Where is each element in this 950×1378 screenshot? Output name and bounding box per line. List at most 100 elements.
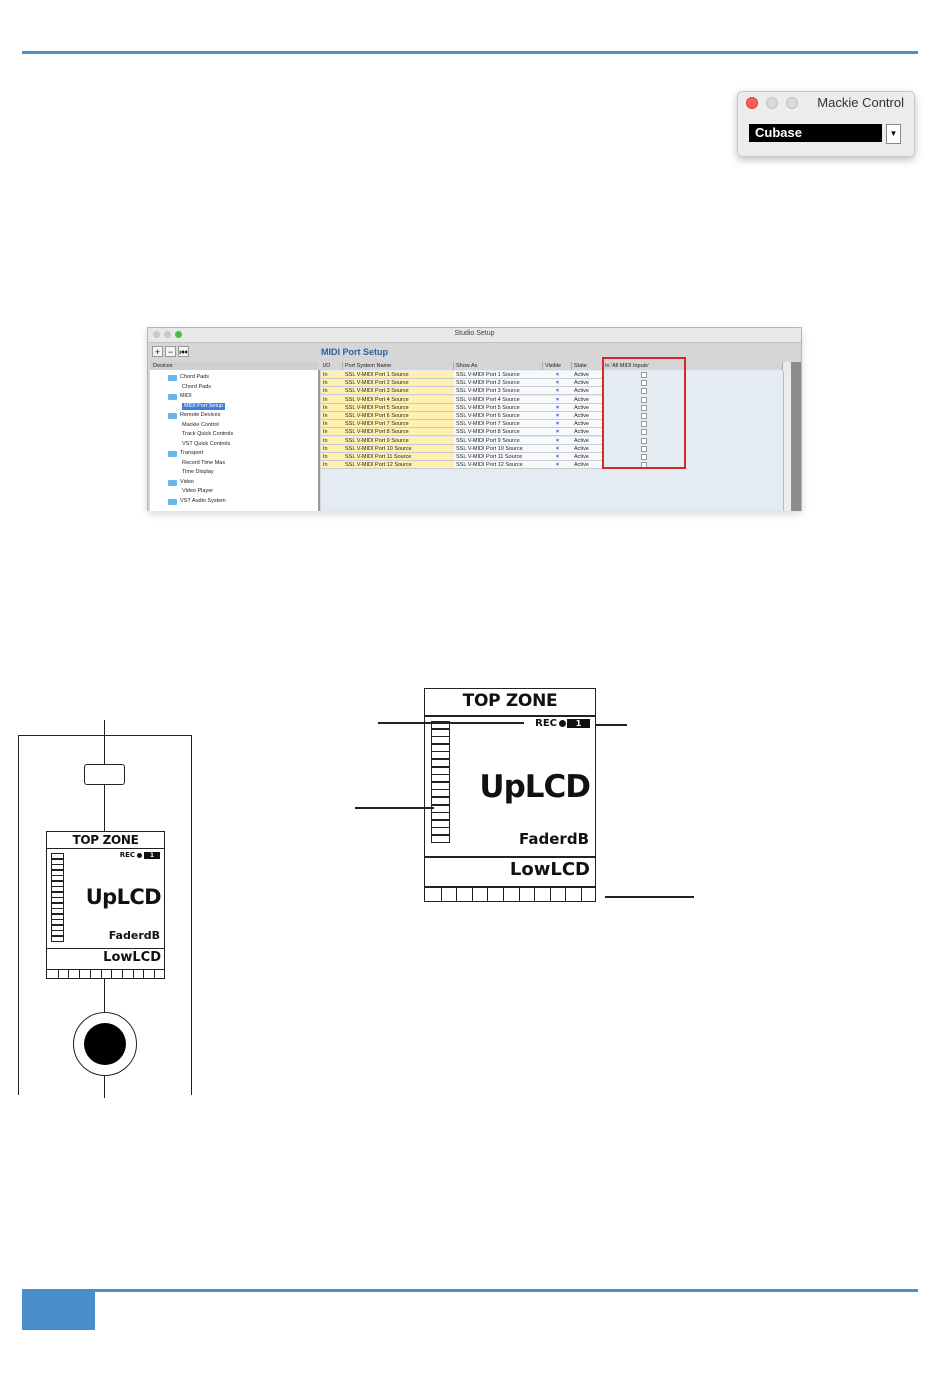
all-midi-inputs-checkbox[interactable]	[641, 404, 647, 411]
column-header[interactable]: State	[572, 362, 603, 370]
table-cell-state[interactable]: Active	[572, 371, 603, 379]
device-tree-item[interactable]: VST Audio System	[180, 497, 226, 504]
column-header[interactable]: In 'All MIDI Inputs'	[603, 362, 783, 370]
table-cell-io[interactable]: In	[321, 461, 343, 470]
table-cell-io[interactable]: In	[321, 444, 343, 453]
all-midi-inputs-checkbox[interactable]	[641, 421, 647, 428]
minimize-window-icon[interactable]	[766, 97, 778, 109]
daw-select[interactable]: Cubase	[749, 124, 882, 142]
close-window-icon[interactable]	[153, 331, 160, 338]
table-cell-state[interactable]: Active	[572, 412, 603, 420]
table-cell-port[interactable]: SSL V-MIDI Port 6 Source	[343, 412, 454, 420]
table-cell-state[interactable]: Active	[572, 387, 603, 396]
all-midi-inputs-checkbox[interactable]	[641, 429, 647, 436]
table-cell-state[interactable]: Active	[572, 436, 603, 445]
zoom-window-icon[interactable]	[786, 97, 798, 109]
minimize-window-icon[interactable]	[164, 331, 171, 338]
zoom-window-icon[interactable]	[175, 331, 182, 338]
table-cell-show[interactable]: SSL V-MIDI Port 3 Source	[454, 387, 543, 396]
table-cell-show[interactable]: SSL V-MIDI Port 4 Source	[454, 395, 543, 404]
table-cell-visible[interactable]: ×	[543, 403, 572, 412]
table-cell-port[interactable]: SSL V-MIDI Port 5 Source	[343, 403, 454, 412]
table-cell-visible[interactable]: ×	[543, 444, 572, 453]
table-cell-visible[interactable]: ×	[543, 387, 572, 396]
all-midi-inputs-checkbox[interactable]	[641, 445, 647, 452]
table-cell-visible[interactable]: ×	[543, 395, 572, 404]
dropdown-arrow-icon[interactable]: ▼	[886, 124, 901, 144]
all-midi-inputs-checkbox[interactable]	[641, 413, 647, 419]
table-cell-state[interactable]: Active	[572, 395, 603, 404]
close-window-icon[interactable]	[746, 97, 758, 109]
table-scrollbar[interactable]	[783, 371, 792, 511]
device-tree-item[interactable]: Record Time Max	[182, 459, 226, 466]
table-cell-state[interactable]: Active	[572, 453, 603, 461]
table-cell-show[interactable]: SSL V-MIDI Port 2 Source	[454, 379, 543, 388]
table-cell-state[interactable]: Active	[572, 420, 603, 429]
table-cell-port[interactable]: SSL V-MIDI Port 4 Source	[343, 395, 454, 404]
add-device-button[interactable]: +	[152, 346, 163, 357]
all-midi-inputs-checkbox[interactable]	[641, 437, 647, 444]
table-cell-port[interactable]: SSL V-MIDI Port 11 Source	[343, 453, 454, 461]
column-header[interactable]: Port System Name	[343, 362, 454, 370]
table-cell-state[interactable]: Active	[572, 428, 603, 437]
device-tree-item[interactable]: Chord Pads	[182, 383, 212, 390]
table-cell-port[interactable]: SSL V-MIDI Port 7 Source	[343, 420, 454, 429]
device-tree-item[interactable]: Remote Devices	[180, 412, 221, 418]
table-cell-port[interactable]: SSL V-MIDI Port 3 Source	[343, 387, 454, 396]
table-cell-visible[interactable]: ×	[543, 428, 572, 437]
table-cell-io[interactable]: In	[321, 371, 343, 379]
table-cell-visible[interactable]: ×	[543, 412, 572, 420]
table-cell-io[interactable]: In	[321, 428, 343, 437]
all-midi-inputs-checkbox[interactable]	[641, 380, 647, 387]
table-cell-state[interactable]: Active	[572, 461, 603, 470]
device-tree-item[interactable]: VST Quick Controls	[182, 440, 231, 447]
all-midi-inputs-checkbox[interactable]	[641, 396, 647, 403]
table-cell-io[interactable]: In	[321, 403, 343, 412]
table-cell-port[interactable]: SSL V-MIDI Port 1 Source	[343, 371, 454, 379]
table-cell-show[interactable]: SSL V-MIDI Port 11 Source	[454, 453, 543, 461]
device-tree-item[interactable]: Transport	[180, 450, 204, 456]
table-cell-state[interactable]: Active	[572, 379, 603, 388]
table-cell-show[interactable]: SSL V-MIDI Port 5 Source	[454, 403, 543, 412]
table-cell-show[interactable]: SSL V-MIDI Port 12 Source	[454, 461, 543, 470]
table-cell-port[interactable]: SSL V-MIDI Port 2 Source	[343, 379, 454, 388]
column-header[interactable]: Visible	[543, 362, 572, 370]
table-cell-show[interactable]: SSL V-MIDI Port 6 Source	[454, 412, 543, 420]
device-tree-item[interactable]: Video	[180, 478, 194, 485]
device-tree-item[interactable]: Track Quick Controls	[182, 431, 234, 437]
all-midi-inputs-checkbox[interactable]	[641, 388, 647, 395]
column-header[interactable]: Show As	[454, 362, 543, 370]
column-header[interactable]: I/O	[321, 362, 343, 370]
table-cell-io[interactable]: In	[321, 453, 343, 461]
device-tree-item[interactable]: Chord Pads	[180, 374, 210, 380]
table-cell-visible[interactable]: ×	[543, 371, 572, 379]
all-midi-inputs-checkbox[interactable]	[641, 372, 647, 378]
all-midi-inputs-checkbox[interactable]	[641, 454, 647, 460]
table-cell-port[interactable]: SSL V-MIDI Port 9 Source	[343, 436, 454, 445]
table-cell-show[interactable]: SSL V-MIDI Port 1 Source	[454, 371, 543, 379]
device-tree-item[interactable]: Video Player	[182, 488, 214, 494]
table-cell-io[interactable]: In	[321, 395, 343, 404]
device-tree-item[interactable]: MIDI Port Setup	[182, 402, 226, 410]
table-cell-show[interactable]: SSL V-MIDI Port 8 Source	[454, 428, 543, 437]
table-cell-visible[interactable]: ×	[543, 453, 572, 461]
reset-device-button[interactable]: ⏮	[178, 346, 189, 357]
device-tree-item[interactable]: Time Display	[182, 469, 214, 475]
table-cell-show[interactable]: SSL V-MIDI Port 10 Source	[454, 444, 543, 453]
remove-device-button[interactable]: −	[165, 346, 176, 357]
table-cell-show[interactable]: SSL V-MIDI Port 7 Source	[454, 420, 543, 429]
table-cell-io[interactable]: In	[321, 436, 343, 445]
table-cell-visible[interactable]: ×	[543, 379, 572, 388]
table-cell-io[interactable]: In	[321, 420, 343, 429]
device-tree-item[interactable]: Mackie Control	[182, 421, 219, 428]
table-cell-state[interactable]: Active	[572, 403, 603, 412]
table-cell-io[interactable]: In	[321, 379, 343, 388]
device-tree-item[interactable]: MIDI	[180, 393, 192, 399]
table-cell-state[interactable]: Active	[572, 444, 603, 453]
table-cell-port[interactable]: SSL V-MIDI Port 8 Source	[343, 428, 454, 437]
table-cell-port[interactable]: SSL V-MIDI Port 10 Source	[343, 444, 454, 453]
table-cell-port[interactable]: SSL V-MIDI Port 12 Source	[343, 461, 454, 470]
table-cell-show[interactable]: SSL V-MIDI Port 9 Source	[454, 436, 543, 445]
table-cell-visible[interactable]: ×	[543, 461, 572, 470]
table-cell-visible[interactable]: ×	[543, 436, 572, 445]
